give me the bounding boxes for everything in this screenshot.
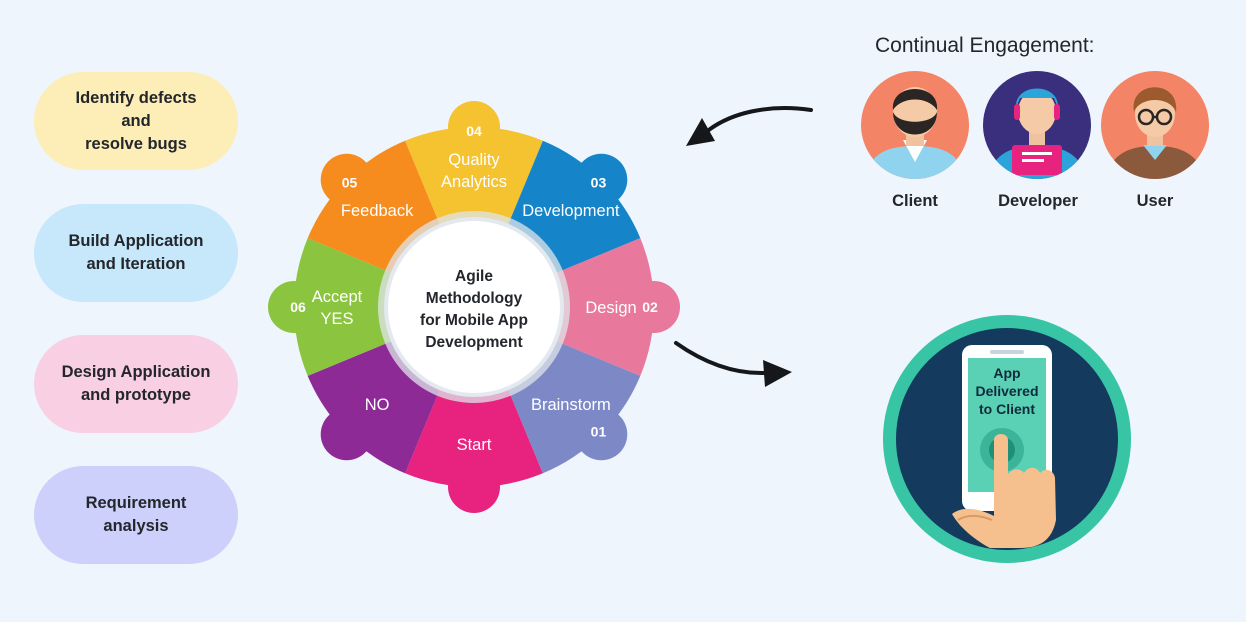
- wheel-segment-number: 03: [591, 175, 607, 191]
- phone-tap-icon: App Delivered to Client: [883, 315, 1131, 563]
- wheel-segment-number: 06: [290, 299, 306, 315]
- wheel-segment-label: Accept: [312, 288, 363, 306]
- wheel-segment-knob: [268, 281, 320, 333]
- role-user-label: User: [1136, 192, 1174, 210]
- arrow-to-delivery: [674, 341, 792, 387]
- wheel-segment-label: Development: [522, 202, 620, 220]
- developer-avatar-icon: [983, 71, 1091, 179]
- wheel-segment-knob: [448, 101, 500, 153]
- wheel-segment-shape: [293, 238, 391, 376]
- wheel-segment-label: Design: [585, 299, 636, 317]
- wheel-segment-knob: [320, 153, 373, 206]
- wheel-segment-shape: [405, 127, 543, 224]
- wheel-segment-knob: [320, 408, 373, 461]
- wheel-center: Agile Methodology for Mobile App Develop…: [378, 211, 570, 403]
- center-line-4: Development: [425, 334, 522, 351]
- delivery-line-2: Delivered: [975, 383, 1038, 399]
- wheel-segment-shape: [405, 390, 543, 487]
- role-developer-label: Developer: [998, 192, 1078, 210]
- user-avatar-icon: [1101, 71, 1209, 179]
- wheel-segment-label: NO: [365, 396, 390, 414]
- wheel-segment-shape: [557, 238, 655, 376]
- step-requirement-analysis: Requirement analysis: [34, 466, 238, 564]
- wheel-segment-knob: [575, 153, 628, 206]
- wheel-segment-start: Start: [405, 390, 543, 513]
- wheel-segment-label: Start: [457, 436, 492, 454]
- arrow-to-wheel: [686, 106, 813, 146]
- wheel-segment-number: 02: [642, 299, 658, 315]
- center-line-1: Agile: [455, 268, 493, 285]
- center-line-3: for Mobile App: [420, 312, 528, 329]
- center-line-2: Methodology: [426, 290, 523, 307]
- wheel-segment-label: Quality: [448, 151, 500, 169]
- client-avatar-icon: [861, 71, 969, 179]
- center-disc: [388, 221, 560, 393]
- step-build-application: Build Application and Iteration: [34, 204, 238, 302]
- wheel-segment-label: Feedback: [341, 202, 414, 220]
- wheel-segment-label: YES: [320, 310, 353, 328]
- wheel-segment-number: 05: [342, 175, 358, 191]
- role-client-label: Client: [892, 192, 938, 210]
- wheel-segment-design: Design 02: [557, 238, 680, 376]
- step-identify-defects: Identify defects and resolve bugs: [34, 72, 238, 170]
- wheel-segment-knob: [448, 461, 500, 513]
- wheel-segment-knob: [628, 281, 680, 333]
- wheel-segment-knob: [575, 408, 628, 461]
- wheel-segment-number: 04: [466, 123, 482, 139]
- delivery-line-1: App: [993, 365, 1020, 381]
- step-design-application: Design Application and prototype: [34, 335, 238, 433]
- delivery-line-3: to Client: [979, 401, 1035, 417]
- wheel-segment-label: Brainstorm: [531, 396, 611, 414]
- wheel-segment-label: Analytics: [441, 173, 507, 191]
- engagement-heading: Continual Engagement:: [875, 34, 1095, 57]
- wheel-segment-number: 01: [591, 423, 607, 439]
